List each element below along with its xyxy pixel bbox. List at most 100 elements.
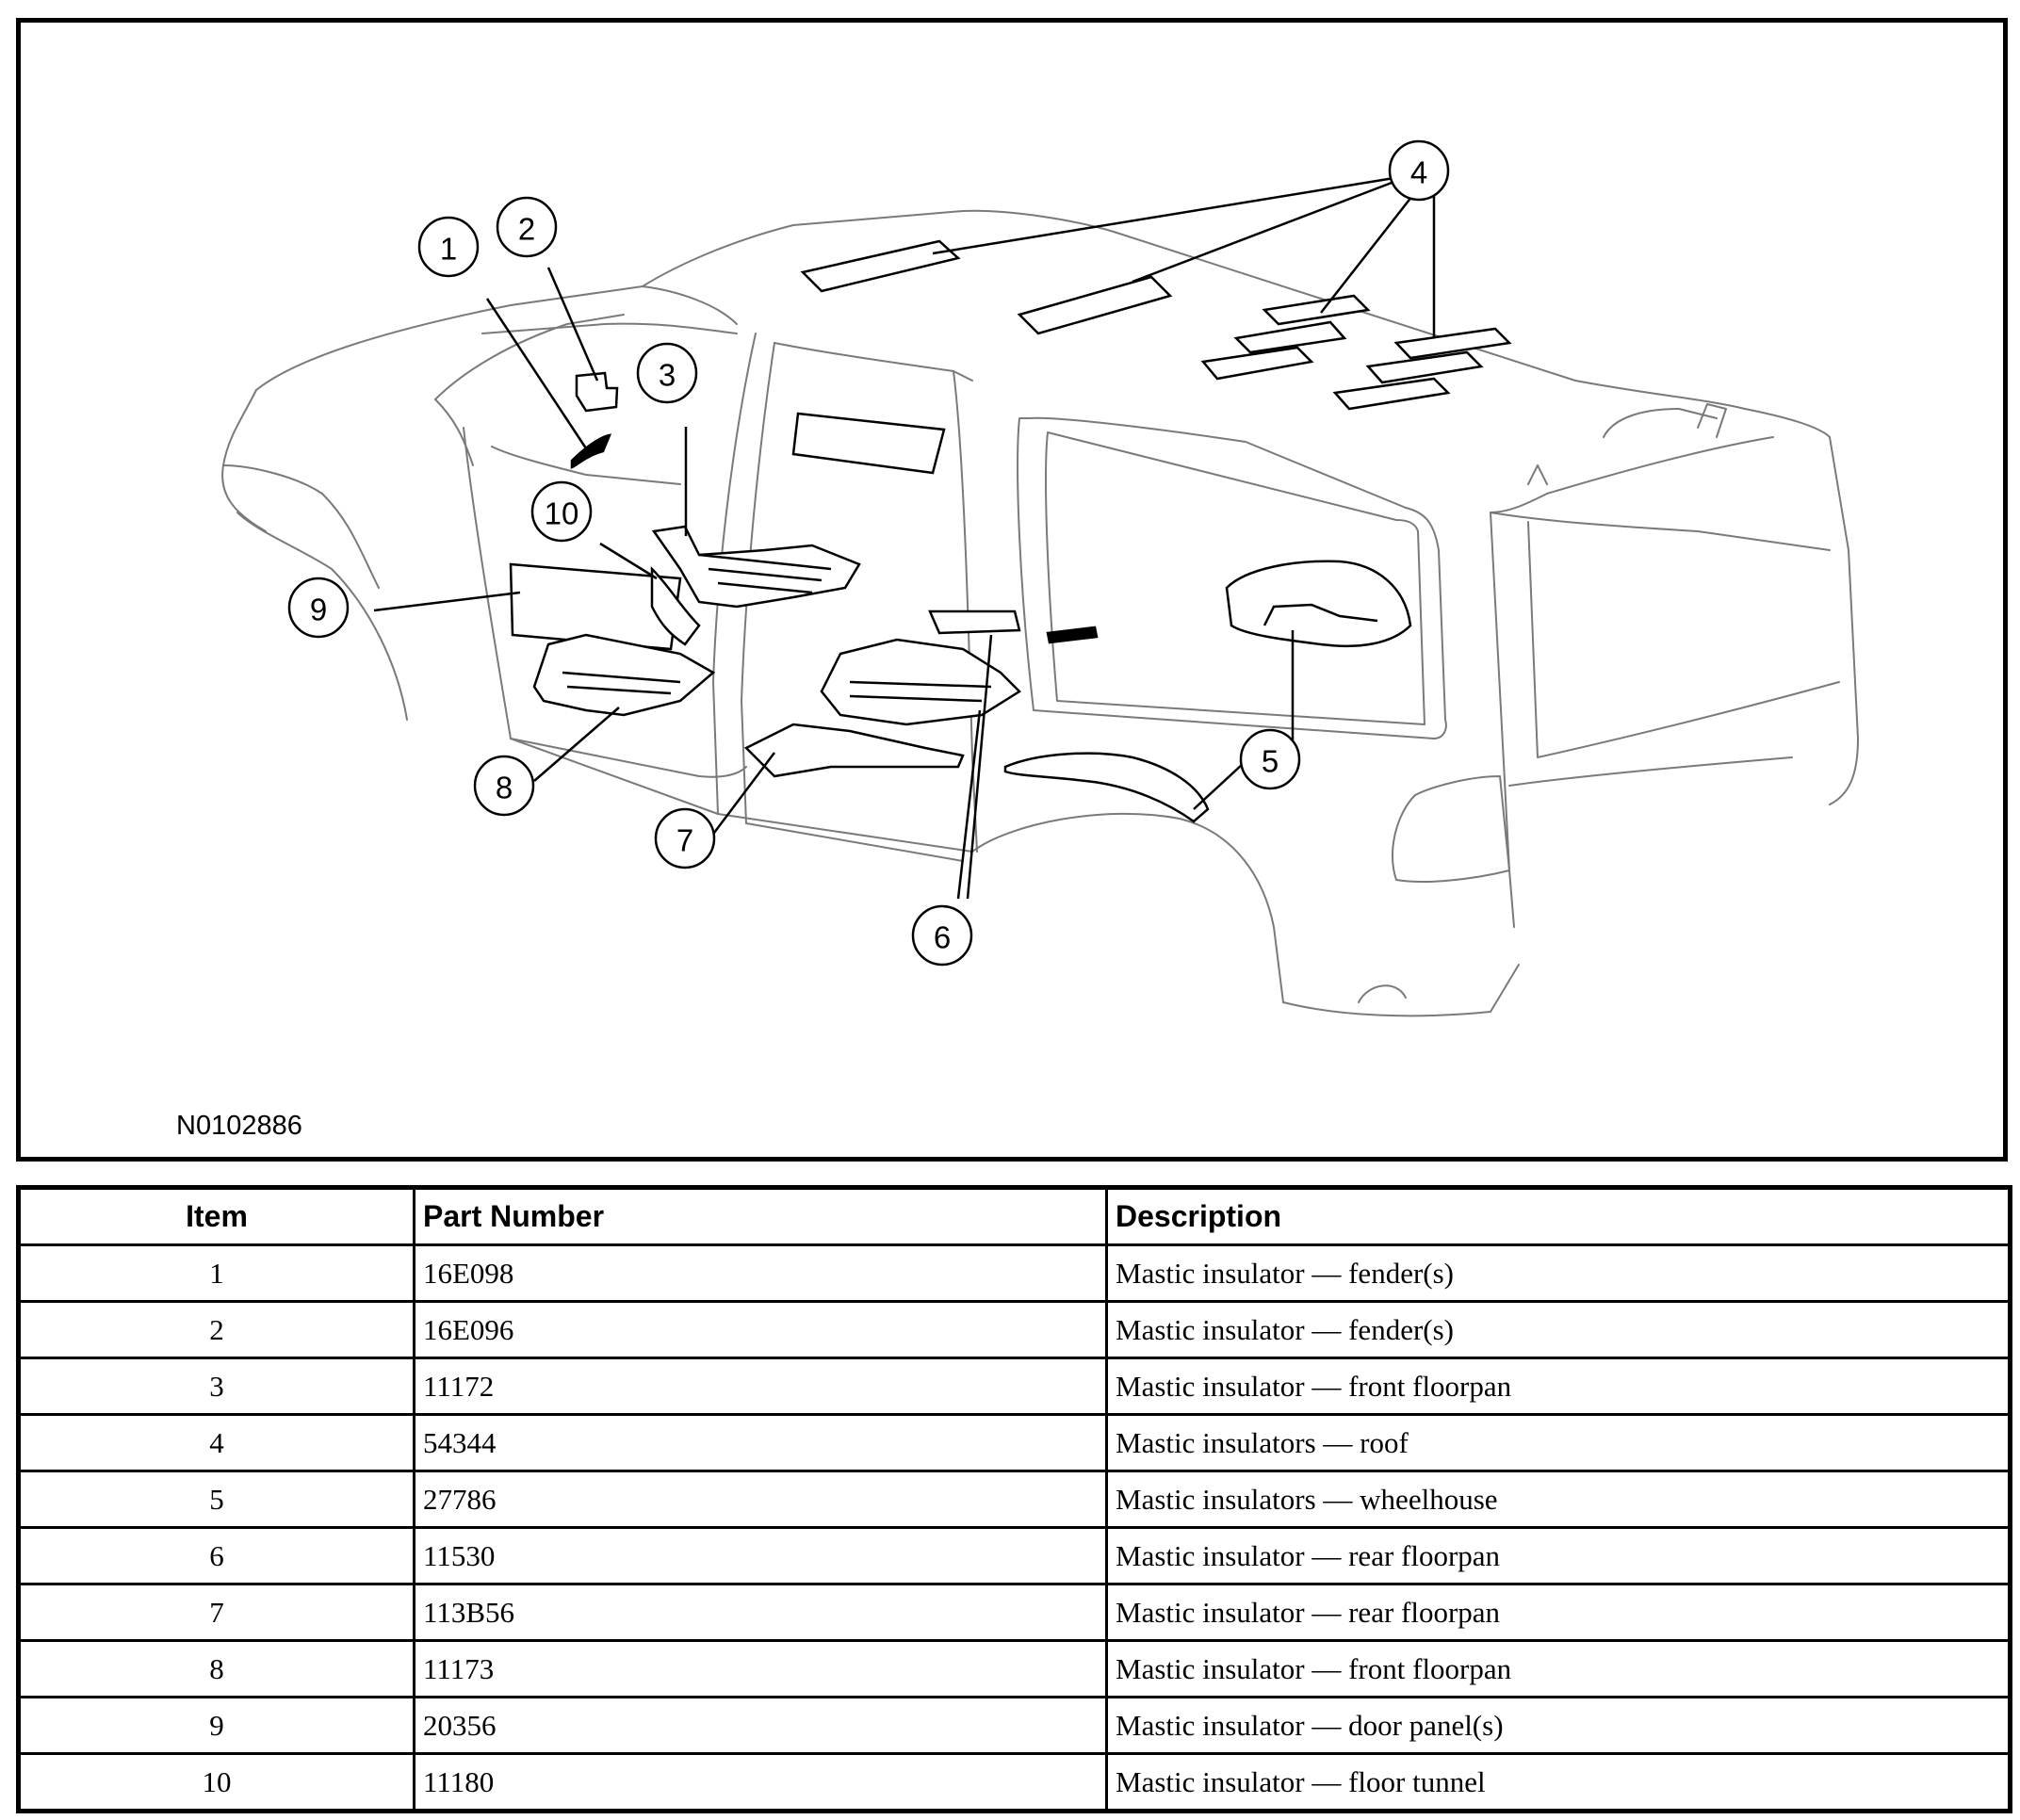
leader-1 bbox=[485, 298, 588, 449]
callout-8-circle bbox=[473, 755, 535, 817]
description-cell: Mastic insulator — rear floorpan bbox=[1105, 1583, 2012, 1642]
header-part-number: Part Number bbox=[413, 1186, 1108, 1246]
callout-6-circle bbox=[911, 904, 973, 967]
item-cell: 10 bbox=[17, 1752, 415, 1812]
callout-10-circle bbox=[530, 480, 593, 543]
callout-7-circle bbox=[654, 807, 716, 869]
callout-6-label: 6 bbox=[934, 920, 951, 955]
roof-insulator-4 bbox=[1393, 327, 1512, 360]
callout-9-circle bbox=[287, 577, 350, 639]
fender-insulator-1 bbox=[570, 433, 612, 469]
part-number-cell: 27786 bbox=[413, 1470, 1108, 1529]
roof-insulator-center bbox=[1017, 275, 1173, 335]
table-header-row: Item Part Number Description bbox=[17, 1186, 2012, 1246]
part-number-cell: 54344 bbox=[413, 1413, 1108, 1472]
callout-2-label: 2 bbox=[518, 212, 535, 247]
callout-labels: 1 2 3 4 5 6 7 8 9 10 bbox=[310, 155, 1427, 955]
roof-insulator-6 bbox=[1332, 377, 1451, 411]
fender-insulator-2 bbox=[575, 371, 619, 413]
part-number-cell: 16E098 bbox=[413, 1243, 1108, 1303]
roof-insulator-2 bbox=[1233, 320, 1347, 354]
leader-7 bbox=[708, 752, 775, 841]
roof-insulator-1 bbox=[1262, 294, 1371, 326]
roof-insulator-3 bbox=[1200, 346, 1314, 381]
description-cell: Mastic insulator — floor tunnel bbox=[1105, 1752, 2012, 1812]
part-number-cell: 20356 bbox=[413, 1696, 1108, 1755]
callout-1-label: 1 bbox=[440, 232, 457, 267]
item-cell: 6 bbox=[17, 1526, 415, 1585]
leader-9 bbox=[373, 591, 521, 612]
roof-insulator-5 bbox=[1365, 350, 1484, 384]
leader-4a bbox=[932, 173, 1412, 255]
description-cell: Mastic insulator — fender(s) bbox=[1105, 1300, 2012, 1359]
description-cell: Mastic insulator — fender(s) bbox=[1105, 1243, 2012, 1303]
front-floorpan-insulator-8 bbox=[532, 633, 716, 717]
part-number-cell: 11172 bbox=[413, 1357, 1108, 1416]
header-description: Description bbox=[1105, 1186, 2012, 1246]
callout-7-label: 7 bbox=[676, 823, 693, 858]
leader-2 bbox=[546, 267, 599, 382]
callout-3-circle bbox=[636, 342, 698, 404]
callout-9-label: 9 bbox=[310, 593, 327, 627]
rear-door-panel-insulator bbox=[791, 412, 946, 475]
part-number-cell: 113B56 bbox=[413, 1583, 1108, 1642]
callout-4-label: 4 bbox=[1410, 155, 1427, 190]
callout-3-label: 3 bbox=[659, 358, 676, 393]
leader-6a bbox=[956, 709, 982, 900]
front-floorpan-insulator-3 bbox=[651, 525, 861, 609]
callout-circles bbox=[287, 139, 1450, 967]
callout-4-circle bbox=[1388, 139, 1450, 202]
vehicle-body-outline bbox=[221, 209, 1859, 1017]
item-cell: 1 bbox=[17, 1243, 415, 1303]
wheelhouse-insulator-ribs bbox=[1262, 603, 1378, 626]
callout-2-circle bbox=[496, 196, 558, 258]
leader-8 bbox=[533, 707, 620, 782]
part-number-cell: 11530 bbox=[413, 1526, 1108, 1585]
rear-floorpan-insulator-6 bbox=[820, 638, 1021, 726]
roof-insulator-left bbox=[800, 239, 961, 293]
item-cell: 7 bbox=[17, 1583, 415, 1642]
description-cell: Mastic insulator — door panel(s) bbox=[1105, 1696, 2012, 1755]
item-cell: 8 bbox=[17, 1639, 415, 1698]
description-cell: Mastic insulator — front floorpan bbox=[1105, 1357, 2012, 1416]
part-number-cell: 16E096 bbox=[413, 1300, 1108, 1359]
header-item: Item bbox=[17, 1186, 415, 1246]
door-panel-insulator bbox=[509, 562, 682, 651]
description-cell: Mastic insulators — roof bbox=[1105, 1413, 2012, 1472]
quarter-slot bbox=[1046, 626, 1099, 644]
front-floorpan-ribs-3 bbox=[698, 553, 832, 594]
item-cell: 3 bbox=[17, 1357, 415, 1416]
callout-8-label: 8 bbox=[496, 771, 513, 805]
wheelhouse-insulator-lower bbox=[1003, 752, 1210, 823]
rear-floorpan-insulator-7 bbox=[743, 723, 965, 778]
part-number-cell: 11173 bbox=[413, 1639, 1108, 1698]
description-cell: Mastic insulators — wheelhouse bbox=[1105, 1470, 2012, 1529]
front-floorpan-ribs-8 bbox=[562, 671, 681, 695]
leader-4c bbox=[1320, 187, 1420, 314]
item-cell: 4 bbox=[17, 1413, 415, 1472]
item-cell: 2 bbox=[17, 1300, 415, 1359]
callout-10-label: 10 bbox=[545, 496, 579, 531]
wheelhouse-insulator-upper bbox=[1225, 560, 1412, 648]
figure-id-label: N0102886 bbox=[176, 1111, 302, 1141]
callout-1-circle bbox=[417, 216, 480, 278]
description-cell: Mastic insulator — rear floorpan bbox=[1105, 1526, 2012, 1585]
description-cell: Mastic insulator — front floorpan bbox=[1105, 1639, 2012, 1698]
floor-tunnel-insulator bbox=[650, 565, 701, 646]
insulator-pads bbox=[509, 239, 1512, 823]
leader-lines bbox=[373, 173, 1436, 900]
callout-5-label: 5 bbox=[1262, 744, 1279, 779]
rear-floorpan-ribs-6 bbox=[849, 680, 992, 703]
vehicle-diagram: 1 2 3 4 5 6 7 8 9 10 bbox=[221, 139, 1859, 1017]
leader-10 bbox=[599, 542, 658, 580]
